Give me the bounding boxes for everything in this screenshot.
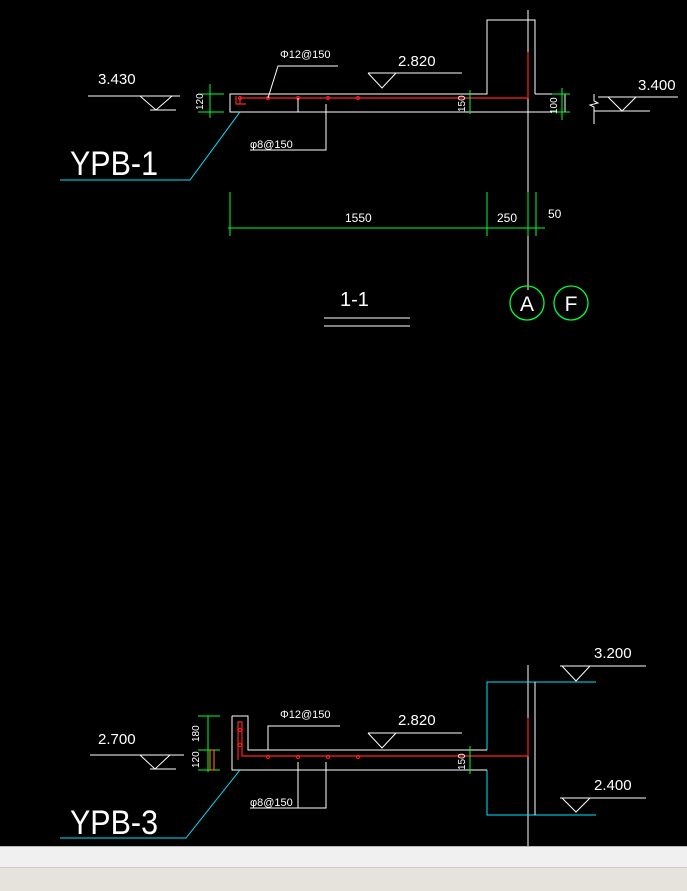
elev-right-bottom-marker-3: [561, 797, 591, 813]
dim-left-thickness-text-1: 120: [195, 93, 206, 110]
elev-left-marker-3: [139, 754, 171, 770]
rebar-top-leader-3: [267, 725, 340, 750]
cad-drawing: Φ12@150 φ8@150 3.430 2.820 3.400 120 150: [60, 10, 678, 846]
rebar-top-leader-1: [267, 65, 338, 99]
component-label-1: YPB-1: [70, 145, 158, 183]
elev-right-top-text-3: 3.200: [594, 645, 632, 662]
elev-top-marker-1: [367, 72, 397, 89]
dim-offset-text-1: 50: [548, 207, 562, 221]
detail-ypb1: Φ12@150 φ8@150 3.430 2.820 3.400 120 150: [60, 10, 678, 327]
dim-left-thickness-1: [198, 84, 224, 118]
wall-outline-1: [470, 19, 536, 95]
axis-bubble-a[interactable]: [509, 285, 545, 321]
dim-step-1: [552, 88, 570, 120]
dim-left-3: [198, 715, 220, 772]
label-leader-1: [60, 111, 241, 181]
rebar-top-label-1: Φ12@150: [280, 49, 331, 61]
rebar-dots-3: [238, 728, 360, 759]
rebar-bottom-leader-3b: [250, 762, 327, 809]
rebar-bottom-label-1: φ8@150: [250, 139, 293, 151]
dim-bottom-1: [228, 192, 545, 236]
elev-top-text-1: 2.820: [398, 53, 436, 70]
dim-right-thickness-text-3: 150: [457, 753, 468, 770]
wall-outline-3-bottom: [486, 770, 596, 816]
elev-top-text-3: 2.820: [398, 712, 436, 729]
cad-viewport[interactable]: Φ12@150 φ8@150 3.430 2.820 3.400 120 150: [0, 0, 687, 846]
elev-left-text-1: 3.430: [98, 71, 136, 88]
rebar-bottom-leader-1b: [250, 104, 327, 151]
rebar-top-3[interactable]: [237, 718, 529, 760]
dim-curb-text-3: 180: [191, 725, 202, 742]
elev-right-text-1: 3.400: [638, 77, 676, 94]
axis-bubble-f[interactable]: [553, 285, 589, 321]
elev-right-top-marker-3: [561, 665, 591, 682]
elev-top-marker-3: [367, 732, 397, 749]
label-leader-3: [60, 769, 241, 839]
dim-step-text-1: 100: [549, 97, 560, 114]
slab-outline-3: [232, 715, 487, 751]
axis-bubble-f-text: F: [565, 293, 578, 316]
status-bar: [0, 846, 687, 891]
axis-bubble-a-text: A: [520, 293, 534, 316]
curb-marker-3: [209, 749, 215, 771]
status-bar-strip: [0, 867, 687, 891]
elev-right-marker-1: [607, 96, 637, 112]
elev-right-bottom-text-3: 2.400: [594, 777, 632, 794]
detail-ypb3: Φ12@150 φ8@150 2.700 2.820 3.200 2.400 1…: [60, 645, 646, 846]
break-mark-1: [588, 94, 600, 124]
slab-outline-1: [229, 93, 566, 113]
component-label-3: YPB-3: [70, 804, 158, 842]
rebar-hook-1: [235, 96, 246, 105]
elev-left-marker-1: [139, 95, 173, 111]
wall-outline-3-top: [486, 681, 596, 750]
rebar-top-label-3: Φ12@150: [280, 709, 331, 721]
slab-outline-3-bottom: [231, 716, 487, 771]
section-title-1: 1-1: [340, 289, 369, 311]
dim-span-text-1: 1550: [345, 211, 372, 225]
elev-left-text-3: 2.700: [98, 731, 136, 748]
dim-right-thickness-text-1: 150: [457, 95, 468, 112]
dim-wall-text-1: 250: [497, 211, 517, 225]
dim-left-thickness-text-3: 120: [191, 751, 202, 768]
rebar-bottom-label-3: φ8@150: [250, 797, 293, 809]
